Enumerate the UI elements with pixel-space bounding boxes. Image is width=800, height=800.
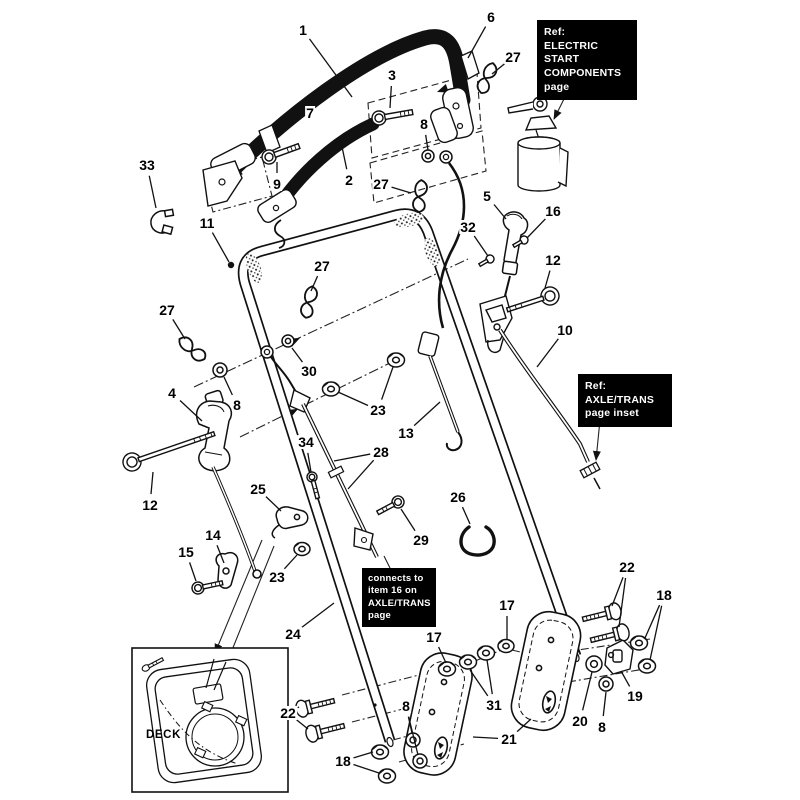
lever-cable-run xyxy=(211,466,262,579)
ref-connects-note-box: connects to item 16 on AXLE/TRANS page xyxy=(362,568,436,628)
throttle-cable-13 xyxy=(417,150,466,452)
side-plate-left xyxy=(403,652,473,776)
deck-inset-label: DECK xyxy=(146,729,181,741)
control-lever-4 xyxy=(195,389,233,472)
throttle-bracket xyxy=(479,275,513,354)
bracket-25 xyxy=(271,506,309,539)
ignition-key-assembly xyxy=(507,96,569,192)
lower-handle-tube xyxy=(227,208,582,748)
side-plate-right xyxy=(510,610,582,732)
flange-nuts xyxy=(293,352,657,784)
handle-grip xyxy=(257,117,380,249)
ref-axle-trans-box: Ref: AXLE/TRANS page inset xyxy=(578,374,672,427)
carriage-bolts xyxy=(295,602,630,743)
throttle-cable-10 xyxy=(498,328,601,490)
brake-rod-28 xyxy=(260,345,379,558)
spring-clip-26 xyxy=(459,525,496,557)
throttle-lever-5 xyxy=(501,211,529,276)
upper-handle xyxy=(202,29,474,207)
clamp-33 xyxy=(150,208,175,236)
ref-electric-start-box: Ref: ELECTRIC START COMPONENTS page xyxy=(537,20,637,101)
deck-inset xyxy=(131,647,289,793)
hex-bolts xyxy=(122,108,560,595)
hairpin-cotter-pins xyxy=(178,62,498,362)
